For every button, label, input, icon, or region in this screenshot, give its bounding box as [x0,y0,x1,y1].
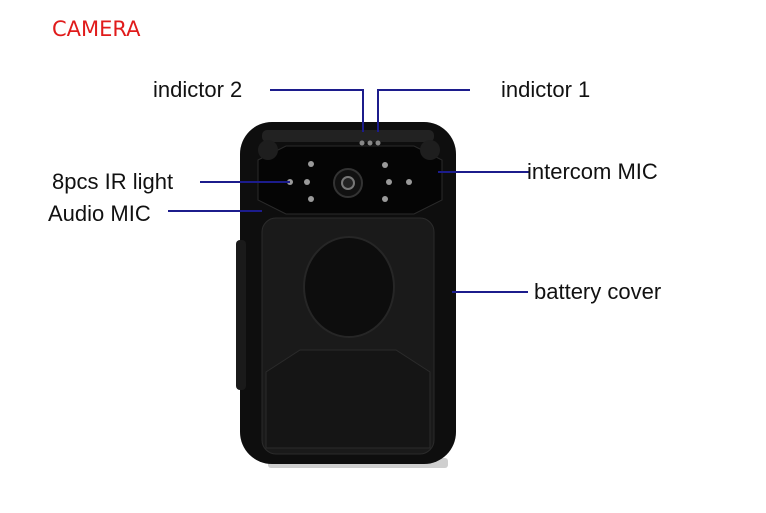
leader-lines [168,89,530,293]
diagram-title: CAMERA [52,17,141,41]
label-audio-mic: Audio MIC [48,201,151,226]
camera-body [236,122,456,468]
label-intercom-mic: intercom MIC [527,159,658,184]
indicator-leds [359,140,381,146]
label-indicator-2: indictor 2 [153,77,243,102]
leader-indicator-2 [270,89,364,132]
label-ir-light: 8pcs IR light [52,169,174,194]
label-indicator-1: indictor 1 [501,77,591,102]
leader-indicator-1 [377,89,470,132]
lens [333,168,363,198]
ir-leds [287,161,412,202]
label-battery-cover: battery cover [534,279,662,304]
